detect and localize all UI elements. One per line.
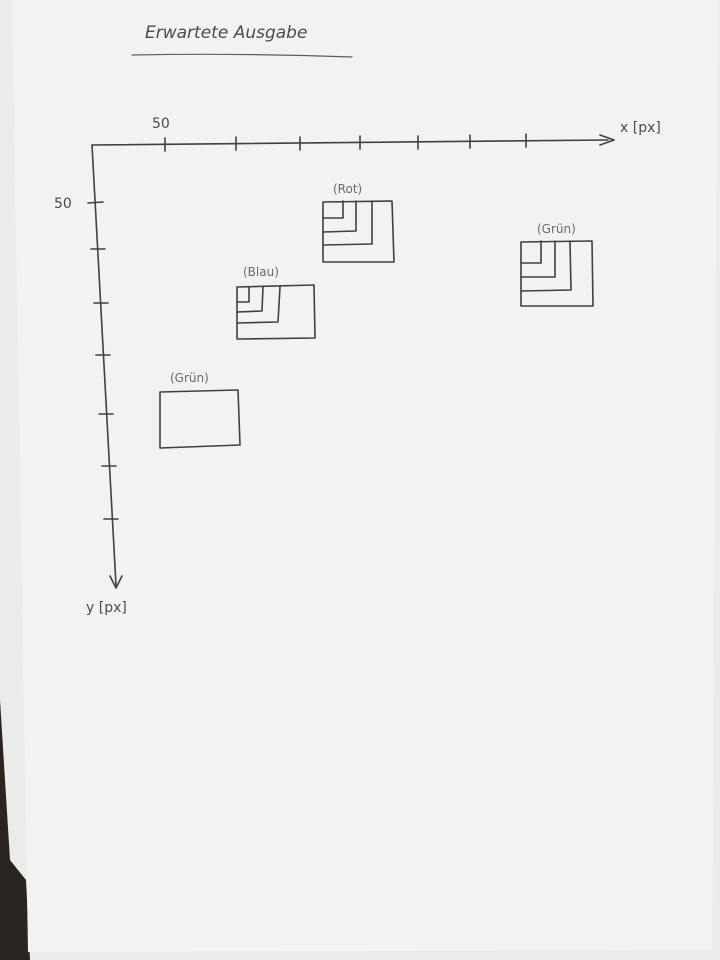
box-outline	[236, 284, 316, 340]
y-axis-ticks	[87, 201, 119, 520]
x-axis-label: x [px]	[620, 120, 661, 136]
box-inner-l-inner	[236, 286, 250, 303]
y-axis-arrow-icon	[109, 575, 123, 589]
box-outline	[322, 200, 395, 263]
box-inner-l-outer	[520, 240, 572, 292]
x-axis-ticks	[164, 133, 527, 152]
box-red-nested: (Rot)	[322, 182, 395, 263]
y-axis-line	[91, 144, 117, 586]
box-inner-l-middle	[236, 286, 264, 313]
box-inner-l-outer	[322, 200, 373, 246]
box-blue-nested: (Blau)	[236, 265, 316, 340]
x-axis-line	[91, 139, 609, 146]
box-outline	[159, 389, 241, 449]
y-axis-label: y [px]	[86, 600, 127, 616]
box-inner-l-outer	[236, 286, 281, 324]
x-tick-label: 50	[152, 116, 170, 132]
box-label: (Grün)	[537, 222, 576, 236]
y-tick	[87, 201, 104, 204]
box-label: (Rot)	[333, 182, 362, 196]
paper-sheet	[12, 0, 718, 952]
box-green-plain: (Grün)	[159, 371, 241, 449]
box-green-nested: (Grün)	[520, 222, 594, 307]
box-label: (Blau)	[243, 265, 279, 279]
page-title: Erwartete Ausgabe	[145, 23, 307, 43]
box-label: (Grün)	[170, 371, 209, 385]
box-inner-l-middle	[520, 240, 556, 278]
box-inner-l-inner	[520, 240, 542, 264]
title-underline	[131, 53, 353, 58]
y-tick-label: 50	[54, 196, 72, 212]
x-axis-arrow-icon	[599, 134, 615, 146]
box-inner-l-middle	[322, 200, 357, 233]
box-outline	[520, 240, 594, 307]
box-inner-l-inner	[322, 200, 344, 219]
